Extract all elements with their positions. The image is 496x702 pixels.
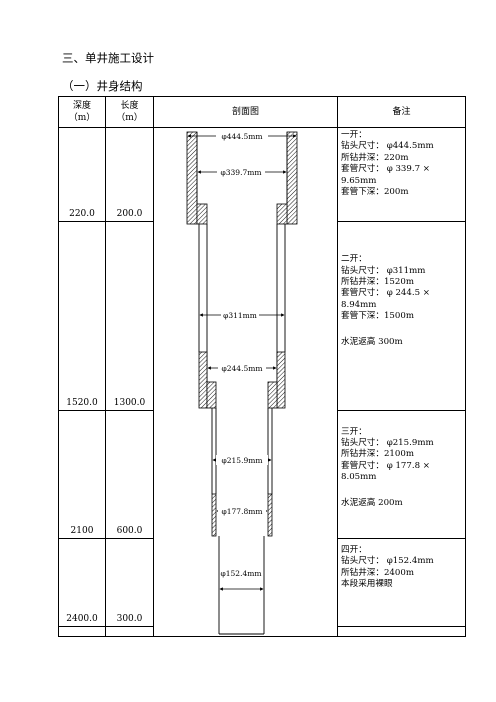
- header-depth: 深度 （m）: [58, 96, 106, 128]
- remark-line: 套管尺寸： φ 177.8 ×: [341, 460, 430, 471]
- header-remarks: 备注: [337, 96, 466, 128]
- dimension-casing3: φ177.8mm: [216, 506, 268, 516]
- remark-spacer: [341, 484, 462, 498]
- remark-line: 所钻井深：220m: [341, 152, 409, 163]
- remark-line: 三开：: [341, 426, 367, 437]
- section3-cement: [211, 493, 273, 537]
- dimension-casing2: φ244.5mm: [207, 363, 277, 373]
- length-cell-4: 300.0: [105, 537, 154, 627]
- label-casing3: φ177.8mm: [222, 507, 263, 516]
- section1-cement: [186, 131, 298, 225]
- empty-cell: [105, 625, 154, 638]
- header-depth-unit: （m）: [68, 113, 96, 123]
- remark-line: 钻头尺寸： φ152.4mm: [341, 556, 434, 567]
- depth-cell-4: 2400.0: [58, 537, 106, 627]
- remark-line: 8.05mm: [341, 472, 377, 483]
- remark-line: 套管下深：1500m: [341, 311, 414, 322]
- remarks-cell-1: 一开： 钻头尺寸： φ444.5mm 所钻井深：220m 套管尺寸： φ 339…: [337, 126, 466, 223]
- remark-line: 套管尺寸： φ 339.7 ×: [341, 164, 430, 175]
- remark-line: 所钻井深：2400m: [341, 567, 414, 578]
- dimension-bit2: φ311mm: [199, 310, 285, 320]
- section4-open-hole: [218, 536, 265, 635]
- header-length-label: 长度: [120, 101, 139, 111]
- dimension-casing1: φ339.7mm: [197, 167, 287, 177]
- depth-cell-3: 2100: [58, 409, 106, 539]
- section-title: 三、单井施工设计: [62, 51, 154, 65]
- remark-spacer: [341, 323, 462, 337]
- dimension-bit1: φ444.5mm: [187, 131, 297, 141]
- header-length-unit: （m）: [116, 113, 143, 123]
- remark-line: 水泥返高 300m: [341, 336, 403, 347]
- header-length: 长度 （m）: [105, 96, 154, 128]
- remark-line: 9.65mm: [341, 175, 377, 186]
- remark-line: 钻头尺寸： φ215.9mm: [341, 437, 434, 448]
- remark-line: 钻头尺寸： φ311mm: [341, 265, 426, 276]
- label-bit4: φ152.4mm: [221, 569, 262, 578]
- empty-cell: [337, 625, 466, 638]
- length-cell-1: 200.0: [105, 126, 154, 223]
- depth-cell-2: 1520.0: [58, 221, 106, 411]
- well-structure-table: 深度 （m） 长度 （m） 剖面图 备注 220.0 200.0: [58, 96, 466, 638]
- header-profile: 剖面图: [153, 96, 338, 128]
- remark-line: 所钻井深：1520m: [341, 276, 414, 287]
- subsection-title: （一）井身结构: [62, 79, 143, 93]
- section2-hole: [198, 224, 286, 382]
- empty-cell: [58, 625, 106, 638]
- dimension-bit3: φ215.9mm: [212, 455, 272, 465]
- label-casing1: φ339.7mm: [221, 168, 262, 177]
- remarks-cell-2: 二开： 钻头尺寸： φ311mm 所钻井深：1520m 套管尺寸： φ 244.…: [337, 221, 466, 411]
- depth-cell-1: 220.0: [58, 126, 106, 223]
- wellbore-profile-diagram: φ444.5mm φ339.7mm φ311mm φ244.5mm: [186, 131, 298, 635]
- header-depth-label: 深度: [72, 101, 91, 111]
- remark-line: 套管下深：200m: [341, 187, 409, 198]
- remark-line: 钻头尺寸： φ444.5mm: [341, 141, 434, 152]
- label-bit3: φ215.9mm: [222, 456, 263, 465]
- remarks-cell-4: 四开： 钻头尺寸： φ152.4mm 所钻井深：2400m 本段采用裸眼: [337, 537, 466, 627]
- profile-cell: φ444.5mm φ339.7mm φ311mm φ244.5mm: [153, 127, 338, 637]
- label-bit2: φ311mm: [223, 311, 257, 320]
- dimension-bit4: φ152.4mm: [219, 569, 264, 591]
- remark-line: 所钻井深：2100m: [341, 449, 414, 460]
- label-bit1: φ444.5mm: [222, 132, 263, 141]
- remark-line: 一开：: [341, 130, 367, 140]
- remark-line: 套管尺寸： φ 244.5 ×: [341, 288, 430, 299]
- length-cell-3: 600.0: [105, 409, 154, 539]
- remarks-cell-3: 三开： 钻头尺寸： φ215.9mm 所钻井深：2100m 套管尺寸： φ 17…: [337, 409, 466, 539]
- section2-cement: [198, 351, 286, 409]
- remark-line: 水泥返高 200m: [341, 497, 403, 508]
- remark-line: 四开：: [341, 544, 367, 555]
- remark-line: 二开：: [341, 254, 367, 265]
- label-casing2: φ244.5mm: [222, 364, 263, 373]
- remark-line: 8.94mm: [341, 299, 377, 310]
- section3-hole: [211, 408, 273, 494]
- remark-line: 本段采用裸眼: [341, 579, 393, 589]
- length-cell-2: 1300.0: [105, 221, 154, 411]
